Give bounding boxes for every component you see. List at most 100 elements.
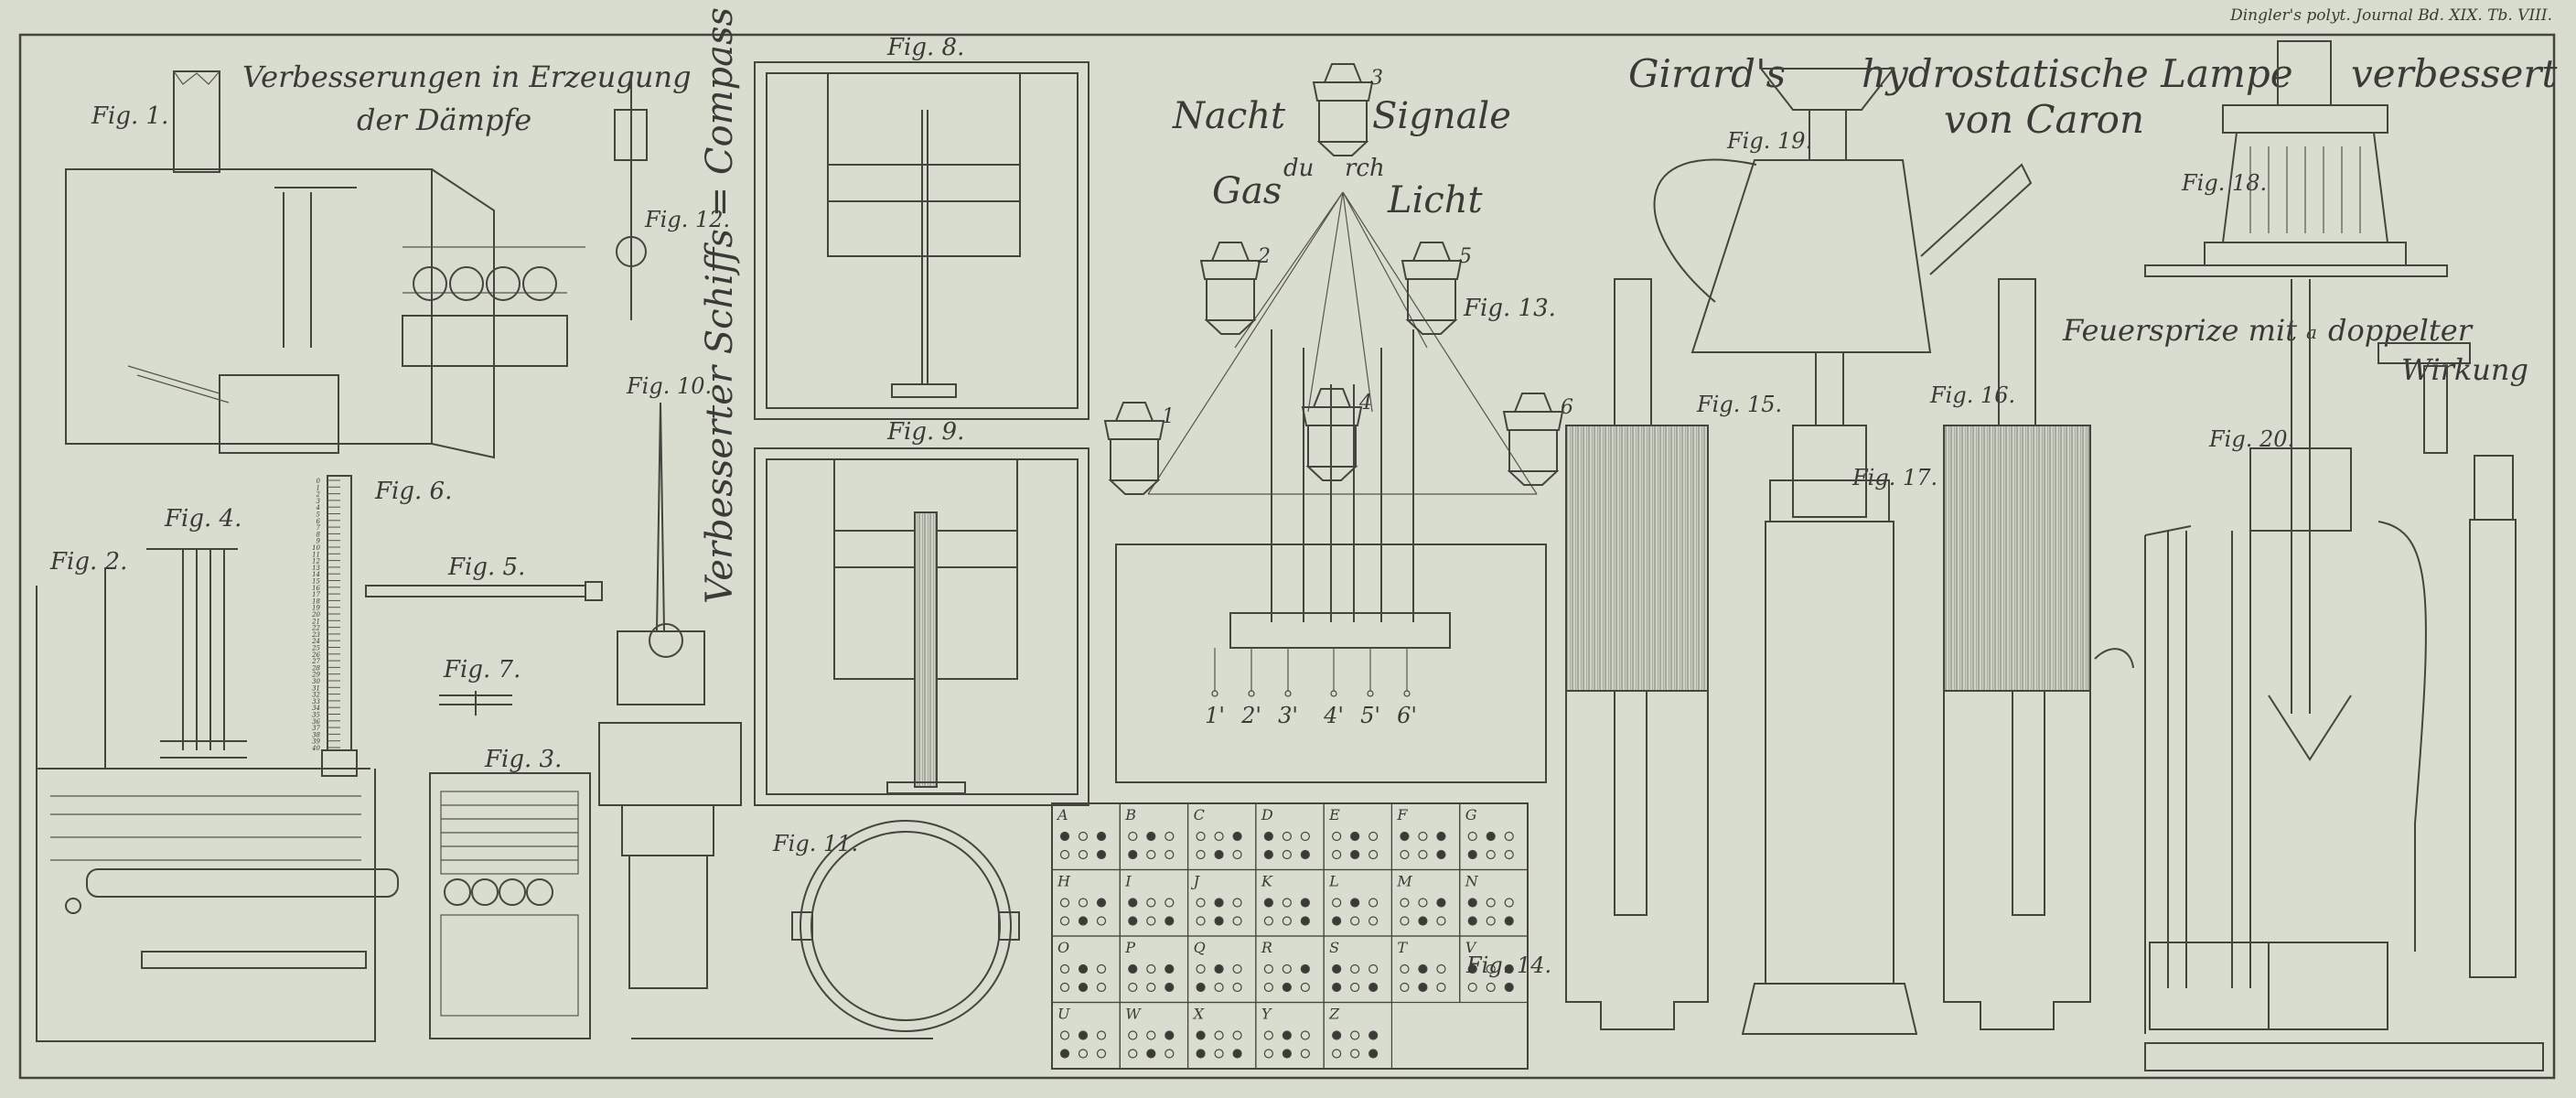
code-dot bbox=[1263, 916, 1273, 926]
code-dot bbox=[1350, 982, 1360, 993]
code-dot bbox=[1196, 1049, 1206, 1059]
title-verbessert: verbessert bbox=[2351, 51, 2557, 96]
fig-11-label: Fig. 11. bbox=[772, 831, 858, 856]
code-dot bbox=[1096, 898, 1107, 908]
code-dot bbox=[1165, 831, 1175, 842]
code-dot bbox=[1282, 963, 1292, 974]
code-dot bbox=[1368, 1049, 1379, 1059]
scale-number: 39 bbox=[312, 738, 320, 746]
code-dot bbox=[1282, 982, 1292, 993]
drop-label: 1' bbox=[1205, 703, 1225, 728]
code-dot bbox=[1214, 849, 1224, 860]
code-dot bbox=[1128, 963, 1138, 974]
scale-number: 26 bbox=[311, 651, 320, 659]
code-dot bbox=[1214, 916, 1224, 926]
scale-number: 8 bbox=[317, 531, 321, 538]
title-verbesserungen-2: der Dämpfe bbox=[357, 102, 531, 137]
drop-label: 3' bbox=[1278, 703, 1298, 728]
fig-11-gimbal-ring: Fig. 11. bbox=[631, 820, 1020, 1039]
code-dot bbox=[1368, 831, 1379, 842]
code-dot bbox=[1332, 831, 1342, 842]
drop-ring bbox=[1403, 690, 1411, 697]
code-dot bbox=[1078, 916, 1089, 926]
code-letter: R bbox=[1261, 939, 1272, 956]
code-dot bbox=[1300, 982, 1310, 993]
title-feuersprize-2: doppelter bbox=[2328, 313, 2474, 348]
code-dot bbox=[1146, 831, 1156, 842]
scale-number: 13 bbox=[312, 565, 320, 572]
code-letter: M bbox=[1396, 873, 1412, 890]
scale-number: 16 bbox=[312, 585, 320, 592]
fig-10-pivot: Fig. 10. bbox=[598, 373, 742, 989]
fig-16-lamp-section: Fig. 16. bbox=[1929, 278, 2134, 1030]
code-dot bbox=[1332, 963, 1342, 974]
code-dot bbox=[1146, 916, 1156, 926]
code-dot bbox=[1418, 898, 1428, 908]
code-dot bbox=[1214, 898, 1224, 908]
code-dot bbox=[1467, 963, 1477, 974]
code-cell bbox=[1459, 935, 1529, 1004]
code-letter: D bbox=[1261, 806, 1273, 824]
code-dot bbox=[1368, 898, 1379, 908]
title-hydrostatische: hydrostatische Lampe bbox=[1862, 51, 2293, 96]
code-dot bbox=[1418, 916, 1428, 926]
code-dot bbox=[1300, 916, 1310, 926]
code-dot bbox=[1059, 898, 1070, 908]
fig-5-label: Fig. 5. bbox=[447, 554, 525, 581]
code-dot bbox=[1467, 916, 1477, 926]
code-dot bbox=[1078, 898, 1089, 908]
title-licht: Licht bbox=[1387, 179, 1484, 221]
fig-2-label: Fig. 2. bbox=[49, 548, 127, 576]
code-dot bbox=[1263, 898, 1273, 908]
code-letter: S bbox=[1329, 939, 1339, 956]
code-letter: B bbox=[1124, 806, 1136, 824]
code-dot bbox=[1165, 963, 1175, 974]
scale-number: 11 bbox=[312, 551, 320, 558]
title-feuersprize-a: a bbox=[2306, 321, 2317, 343]
code-dot bbox=[1214, 963, 1224, 974]
fig-8-binnacle: Fig. 8. bbox=[754, 34, 1089, 420]
scale-number: 33 bbox=[312, 698, 320, 705]
code-dot bbox=[1400, 831, 1410, 842]
code-dot bbox=[1436, 831, 1446, 842]
code-dot bbox=[1300, 831, 1310, 842]
code-dot bbox=[1282, 831, 1292, 842]
code-letter: G bbox=[1465, 806, 1477, 824]
code-dot bbox=[1214, 982, 1224, 993]
code-letter: Y bbox=[1261, 1006, 1272, 1023]
code-dot bbox=[1504, 849, 1514, 860]
code-dot bbox=[1096, 1049, 1107, 1059]
scale-number: 9 bbox=[317, 538, 321, 545]
scale-number: 14 bbox=[312, 571, 320, 578]
code-letter: I bbox=[1124, 873, 1132, 890]
code-dot bbox=[1436, 916, 1446, 926]
code-dot bbox=[1300, 898, 1310, 908]
lamp-number: 6 bbox=[1561, 396, 1573, 419]
code-dot bbox=[1146, 963, 1156, 974]
scale-number: 29 bbox=[311, 672, 320, 679]
code-dot bbox=[1504, 982, 1514, 993]
code-dot bbox=[1096, 831, 1107, 842]
title-verbesserungen-1: Verbesserungen in Erzeugung bbox=[242, 59, 692, 94]
code-dot bbox=[1165, 1030, 1175, 1040]
fig-9-binnacle-section: Fig. 9. bbox=[754, 418, 1089, 806]
code-dot bbox=[1059, 963, 1070, 974]
code-dot bbox=[1263, 849, 1273, 860]
title-compass: Verbesserter Schiffs = Compass bbox=[699, 7, 741, 604]
scale-number: 32 bbox=[312, 692, 320, 699]
code-dot bbox=[1300, 849, 1310, 860]
fig-7-label: Fig. 7. bbox=[443, 656, 521, 684]
code-dot bbox=[1128, 916, 1138, 926]
code-dot bbox=[1078, 849, 1089, 860]
scale-ticks: 0123456789101112131415161718192021222324… bbox=[311, 478, 340, 752]
code-dot bbox=[1196, 898, 1206, 908]
code-dot bbox=[1196, 963, 1206, 974]
code-dot bbox=[1400, 963, 1410, 974]
scale-number: 20 bbox=[311, 611, 320, 619]
title-wirkung: Wirkung bbox=[2401, 352, 2528, 387]
drop-ring bbox=[1330, 690, 1337, 697]
scale-number: 31 bbox=[312, 684, 320, 692]
code-dot bbox=[1368, 982, 1379, 993]
